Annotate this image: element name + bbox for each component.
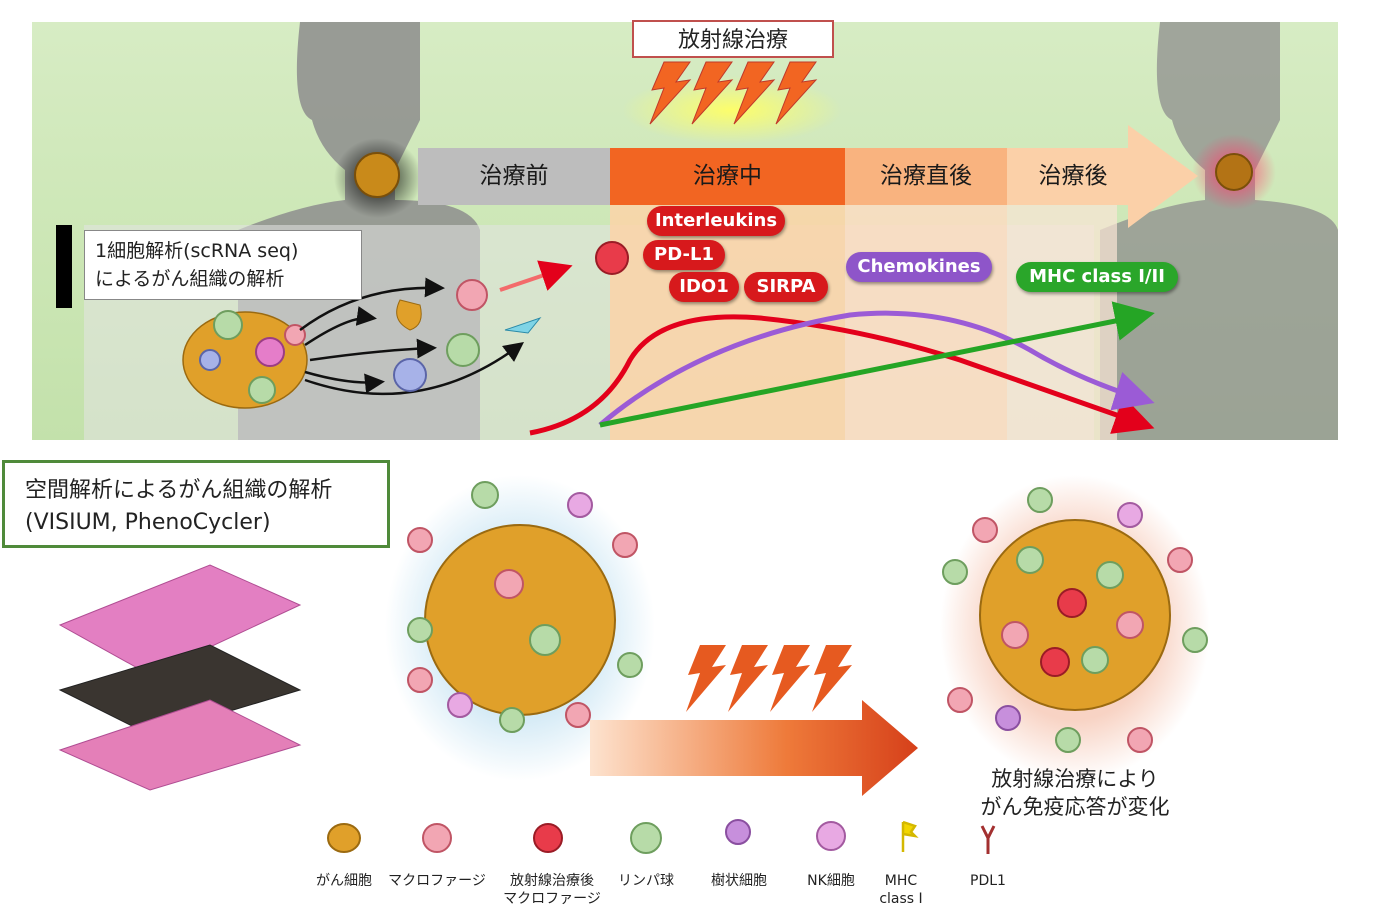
spatial-line2: (VISIUM, PhenoCycler) [25,510,271,535]
result-caption: 放射線治療により がん免疫応答が変化 [960,765,1190,821]
scrna-analysis-box: 1細胞解析(scRNA seq) によるがん組織の解析 [84,230,362,300]
radiation-bolt-icon-bottom [686,645,852,712]
legend-dendritic-cell-icon [725,819,751,845]
cancer-cell-icon [396,299,422,331]
tumor-after-icon [1215,153,1253,191]
tumor-before-icon [354,152,400,198]
legend-label-macrophage: マクロファージ [388,873,486,889]
fibroblast-icon [504,316,542,334]
result-line2: がん免疫応答が変化 [980,795,1170,819]
spatial-analysis-box: 空間解析によるがん組織の解析 (VISIUM, PhenoCycler) [2,460,390,548]
legend-nk-cell-icon [816,821,846,851]
stage-after2-arrow [1007,125,1198,228]
branch-arrows [299,277,525,396]
irradiated-macrophage-icon [595,241,629,275]
result-line1: 放射線治療により [991,767,1159,791]
legend-macrophage-icon [422,823,452,853]
legend-label-irradiated-macrophage: 放射線治療後 マクロファージ [503,873,601,907]
legend-label-mhc: MHC class I [879,873,923,907]
legend-lymphocyte-icon [630,822,662,854]
tumor-cluster-icon [182,310,308,409]
legend-label-dendritic-cell: 樹状細胞 [711,873,767,889]
legend-label-lymphocyte: リンパ球 [618,873,674,889]
scrna-line2: によるがん組織の解析 [95,268,285,290]
legend-label-nk-cell: NK細胞 [807,873,855,889]
tumor-mass-before [424,524,616,716]
scrna-line1: 1細胞解析(scRNA seq) [95,240,299,262]
pill-mhc: MHC class I/II [1016,262,1178,292]
legend-irradiated-macrophage-icon [533,823,563,853]
legend-icons [327,819,996,854]
pill-chemokines: Chemokines [846,252,992,282]
spatial-line1: 空間解析によるがん組織の解析 [25,478,333,503]
stage-after1-bar [845,148,1007,205]
stage-after1-label: 治療直後 [880,163,972,189]
pill-ido1: IDO1 [669,272,739,302]
nk-cell-icon [393,358,427,392]
activation-arrow [499,260,573,292]
curve-chemokines [598,310,1155,427]
lymphocyte-icon [446,333,480,367]
treatment-arrow [590,700,918,796]
stage-before-bar [418,148,610,205]
pill-pdl1: PD-L1 [643,240,725,270]
patient-silhouette-after [1100,22,1338,440]
after1-column [845,205,1007,440]
pill-interleukins: Interleukins [647,206,785,236]
stage-before-label: 治療前 [479,163,549,189]
section-marker [56,225,72,308]
stage-during-bar [610,148,845,205]
legend-pdl1-icon [980,825,996,854]
radiotherapy-title: 放射線治療 [632,20,834,58]
legend-cancer-cell-icon [327,823,361,853]
macrophage-icon [456,279,488,311]
curve-interleukins [529,314,1155,436]
legend-label-cancer-cell: がん細胞 [316,873,372,889]
pill-sirpa: SIRPA [744,272,828,302]
curve-mhc [599,301,1155,428]
stage-after2-label: 治療後 [1038,163,1108,189]
radiation-bolt-icon [649,61,818,125]
stage-during-label: 治療中 [693,163,762,189]
tissue-slides-icon [58,564,302,791]
legend-label-pdl1: PDL1 [970,873,1006,889]
legend-mhc-flag-icon [901,820,919,852]
